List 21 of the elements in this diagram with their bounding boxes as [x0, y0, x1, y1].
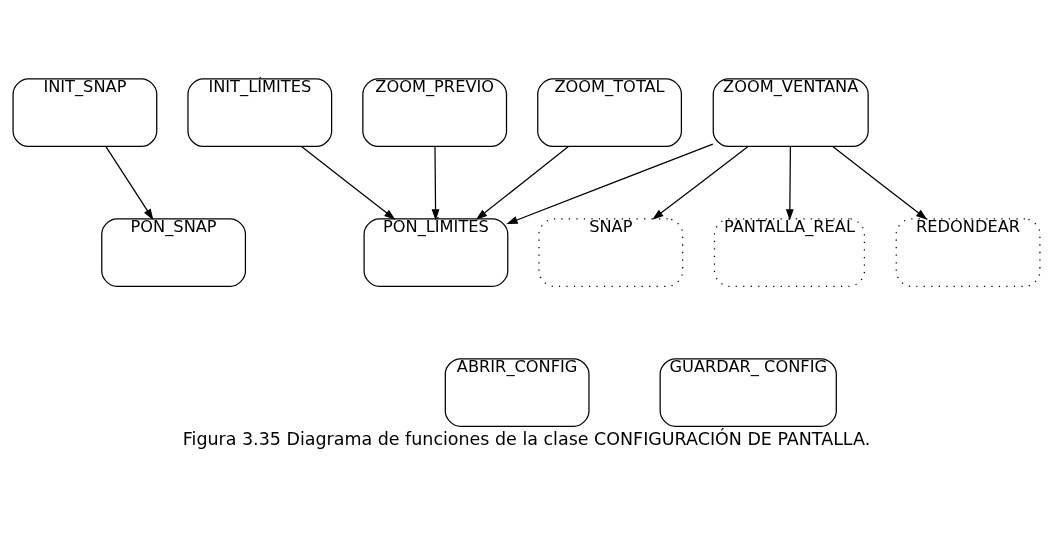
node-box: REDONDEAR [895, 217, 1041, 287]
caption: Figura 3.35 Diagrama de funciones de la clase CONFIGURACIÓN DE PANTALLA. [182, 428, 871, 449]
node-box: ZOOM_VENTANA [712, 77, 869, 147]
arrow [475, 145, 570, 220]
node-box: SNAP [538, 217, 684, 287]
node-box: INIT_LÍMITES [187, 77, 333, 147]
node-box: ZOOM_PREVIO [362, 77, 508, 147]
node-box: GUARDAR_ CONFIG [659, 357, 837, 427]
arrow [506, 143, 714, 224]
arrow [300, 145, 396, 220]
arrow [652, 145, 749, 220]
arrow [832, 145, 928, 220]
node-box: PON_SNAP [101, 217, 247, 287]
node-box: PON_LÍMITES [363, 217, 509, 287]
arrow [785, 145, 794, 220]
node-box: ABRIR_CONFIG [444, 357, 590, 427]
node-box: PANTALLA_REAL [713, 217, 866, 287]
arrow [431, 145, 440, 220]
node-box: INIT_SNAP [12, 77, 158, 147]
arrow [105, 145, 154, 220]
node-box: ZOOM_TOTAL [537, 77, 683, 147]
